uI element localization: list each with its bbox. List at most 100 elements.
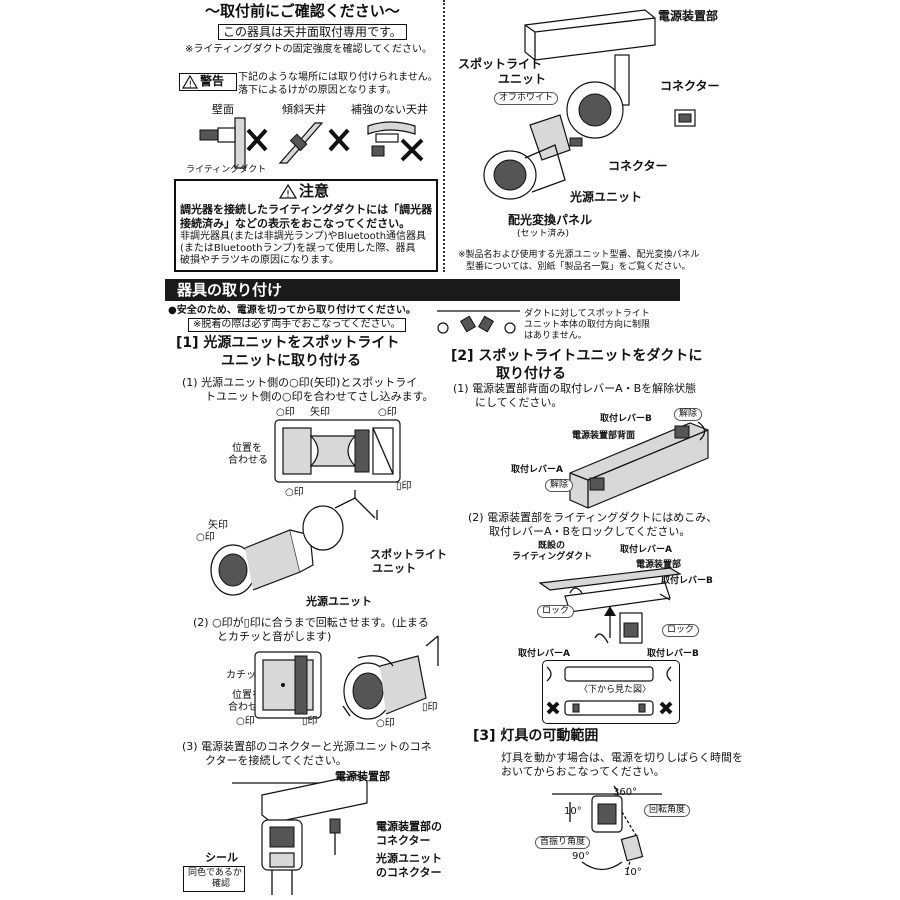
label-panel-sub: (セット済み)	[517, 229, 570, 239]
place-unreinforced: 補強のない天井	[351, 103, 428, 116]
lever-b-label-2: 取付レバーB	[661, 576, 713, 586]
power-connector-2: コネクター	[376, 834, 431, 847]
lock-badge-2: ロック	[662, 624, 700, 637]
label-connector-a: コネクター	[660, 79, 720, 93]
align-diagram-2	[254, 651, 322, 719]
step2-s1-line2: にしてください。	[475, 396, 563, 409]
light-unit-label: 光源ユニット	[306, 595, 372, 608]
step1-s1-line2: トユニット側の○印を合わせてさし込みます。	[205, 390, 434, 403]
step1-heading-1: [1] 光源ユニットをスポットライト	[176, 335, 400, 351]
step2-heading-2: 取り付ける	[496, 366, 566, 382]
same-color-box: 同色であるか 確認	[183, 866, 245, 892]
swing-badge: 首振り角度	[535, 836, 591, 849]
label-power-unit: 電源装置部	[658, 9, 719, 23]
align-diagram-1	[274, 419, 401, 483]
spot-label-1: スポットライト	[370, 548, 447, 561]
caution-title: 注意	[299, 182, 330, 200]
caution-line-4: (またはBluetoothランプ)を誤って使用した際、器具	[180, 243, 416, 254]
mark-o-5: ○印	[236, 716, 255, 727]
direction-note-3: はありません。	[524, 331, 587, 341]
direction-illustration	[437, 310, 520, 334]
step1-s1-line1: (1) 光源ユニット側の○印(矢印)とスポットライ	[182, 376, 418, 389]
deg-10a: 10°	[564, 806, 582, 817]
place-wall: 壁面	[212, 103, 234, 116]
mark-bar-3: ▯印	[422, 702, 438, 713]
prohibited-places-illustration	[199, 117, 424, 169]
caution-box: ! 注意 調光器を接続したライティングダクトには「調光器 接続済み」などの表示を…	[174, 179, 438, 272]
rotate-diagram	[342, 635, 439, 720]
lock-badge-1: ロック	[537, 605, 575, 618]
check-title: 〜取付前にご確認ください〜	[205, 2, 400, 20]
column-divider	[443, 0, 445, 272]
existing-duct-2: ライティングダクト	[512, 552, 593, 562]
lever-a-label-2: 取付レバーA	[620, 545, 672, 555]
spot-label-2: ユニット	[372, 562, 416, 575]
deg-90: 90°	[572, 851, 590, 862]
mark-bar-1: ▯印	[396, 481, 412, 492]
step3-text-1: 灯具を動かす場合は、電源を切りしばらく時間を	[501, 751, 743, 764]
direction-note-2: ユニット本体の取付方向に制限	[524, 320, 651, 330]
movable-range-diagram	[552, 785, 662, 873]
safety-note-2: ※脱着の際は必ず両手でおこなってください。	[188, 318, 406, 332]
step2-s1-line1: (1) 電源装置部背面の取付レバーA・Bを解除状態	[453, 382, 697, 395]
below-view-label: 〈下から見た図〉	[579, 685, 652, 695]
below-view-box: 〈下から見た図〉	[542, 660, 680, 724]
lever-b-label-3: 取付レバーB	[647, 649, 699, 659]
label-spot-unit-1: スポットライト	[458, 57, 543, 71]
mark-arrow-1: 矢印	[310, 407, 330, 418]
warning-badge-label: 警告	[200, 74, 225, 88]
step1-s3-line1: (3) 電源装置部のコネクターと光源ユニットのコネ	[182, 740, 432, 753]
step1-s3-line2: クターを接続してください。	[205, 754, 347, 767]
label-panel: 配光変換パネル	[508, 213, 593, 227]
mark-o-3: ○印	[285, 487, 304, 498]
parts-diagram	[483, 9, 696, 200]
mark-bar-2: ▯印	[302, 716, 318, 727]
duct-label: ライティングダクト	[186, 165, 267, 175]
power-back-diagram	[569, 421, 709, 509]
mark-arrow-2: 矢印	[208, 520, 228, 531]
mark-o-6: ○印	[376, 718, 395, 729]
power-unit-label: 電源装置部	[335, 770, 390, 783]
label-light-unit: 光源ユニット	[570, 190, 643, 204]
step1-s2-line1: (2) ○印が▯印に合うまで回転させます。(止まる	[193, 616, 429, 629]
release-badge-a: 解除	[545, 479, 574, 492]
step2-heading-1: [2] スポットライトユニットをダクトに	[451, 348, 703, 364]
step3-heading: [3] 灯具の可動範囲	[473, 728, 599, 744]
mark-o-4: ○印	[196, 532, 215, 543]
step2-s2-line2: 取付レバーA・Bをロックしてください。	[489, 525, 691, 538]
caution-line-5: 破損やチラツキの原因になります。	[180, 255, 339, 266]
power-unit-label-2: 電源装置部	[636, 560, 682, 570]
lever-a-label-3: 取付レバーA	[518, 649, 570, 659]
seal-label: シール	[205, 851, 238, 864]
mark-o-2: ○印	[378, 407, 397, 418]
step3-text-2: おいてからおこなってください。	[501, 765, 665, 778]
same-color-1: 同色であるか	[188, 868, 242, 878]
safety-note-1: ●安全のため、電源を切ってから取り付けてください。	[168, 305, 416, 316]
caution-triangle-icon: !	[278, 183, 298, 200]
warning-text-1: 下記のような場所には取り付けられません。	[238, 72, 438, 83]
below-view-diagram	[546, 666, 673, 716]
step1-s2-line2: とカチッと音がします)	[217, 630, 332, 643]
section-bar: 器具の取り付け	[165, 279, 680, 301]
power-connector-1: 電源装置部の	[376, 820, 442, 833]
section-title: 器具の取り付け	[177, 281, 283, 299]
ceiling-only-note: この器具は天井面取付専用です。	[218, 24, 407, 41]
back-label: 電源装置部背面	[572, 431, 636, 441]
align-label-2b: 合わせる	[228, 702, 268, 713]
mark-o-1: ○印	[276, 407, 295, 418]
release-badge-b: 解除	[674, 408, 703, 421]
click-label: カチッ	[226, 670, 256, 681]
align-label-1a: 位置を	[232, 443, 262, 454]
warning-triangle-icon: !	[181, 74, 199, 90]
light-connector-1: 光源ユニット	[376, 852, 442, 865]
lever-a-label-1: 取付レバーA	[511, 465, 563, 475]
product-note-1: ※製品名および使用する光源ユニット型番、配光変換パネル	[458, 250, 700, 260]
label-connector-b: コネクター	[608, 159, 668, 173]
place-slope: 傾斜天井	[282, 103, 326, 116]
warning-text-2: 落下によるけがの原因となります。	[238, 85, 397, 96]
step2-s2-line1: (2) 電源装置部をライティングダクトにはめこみ、	[468, 511, 718, 524]
existing-duct-1: 既設の	[538, 541, 566, 551]
caution-line-2: 接続済み」などの表示をおこなってください。	[180, 217, 411, 230]
align-label-1b: 合わせる	[228, 455, 268, 466]
off-white-badge: オフホワイト	[494, 92, 559, 105]
